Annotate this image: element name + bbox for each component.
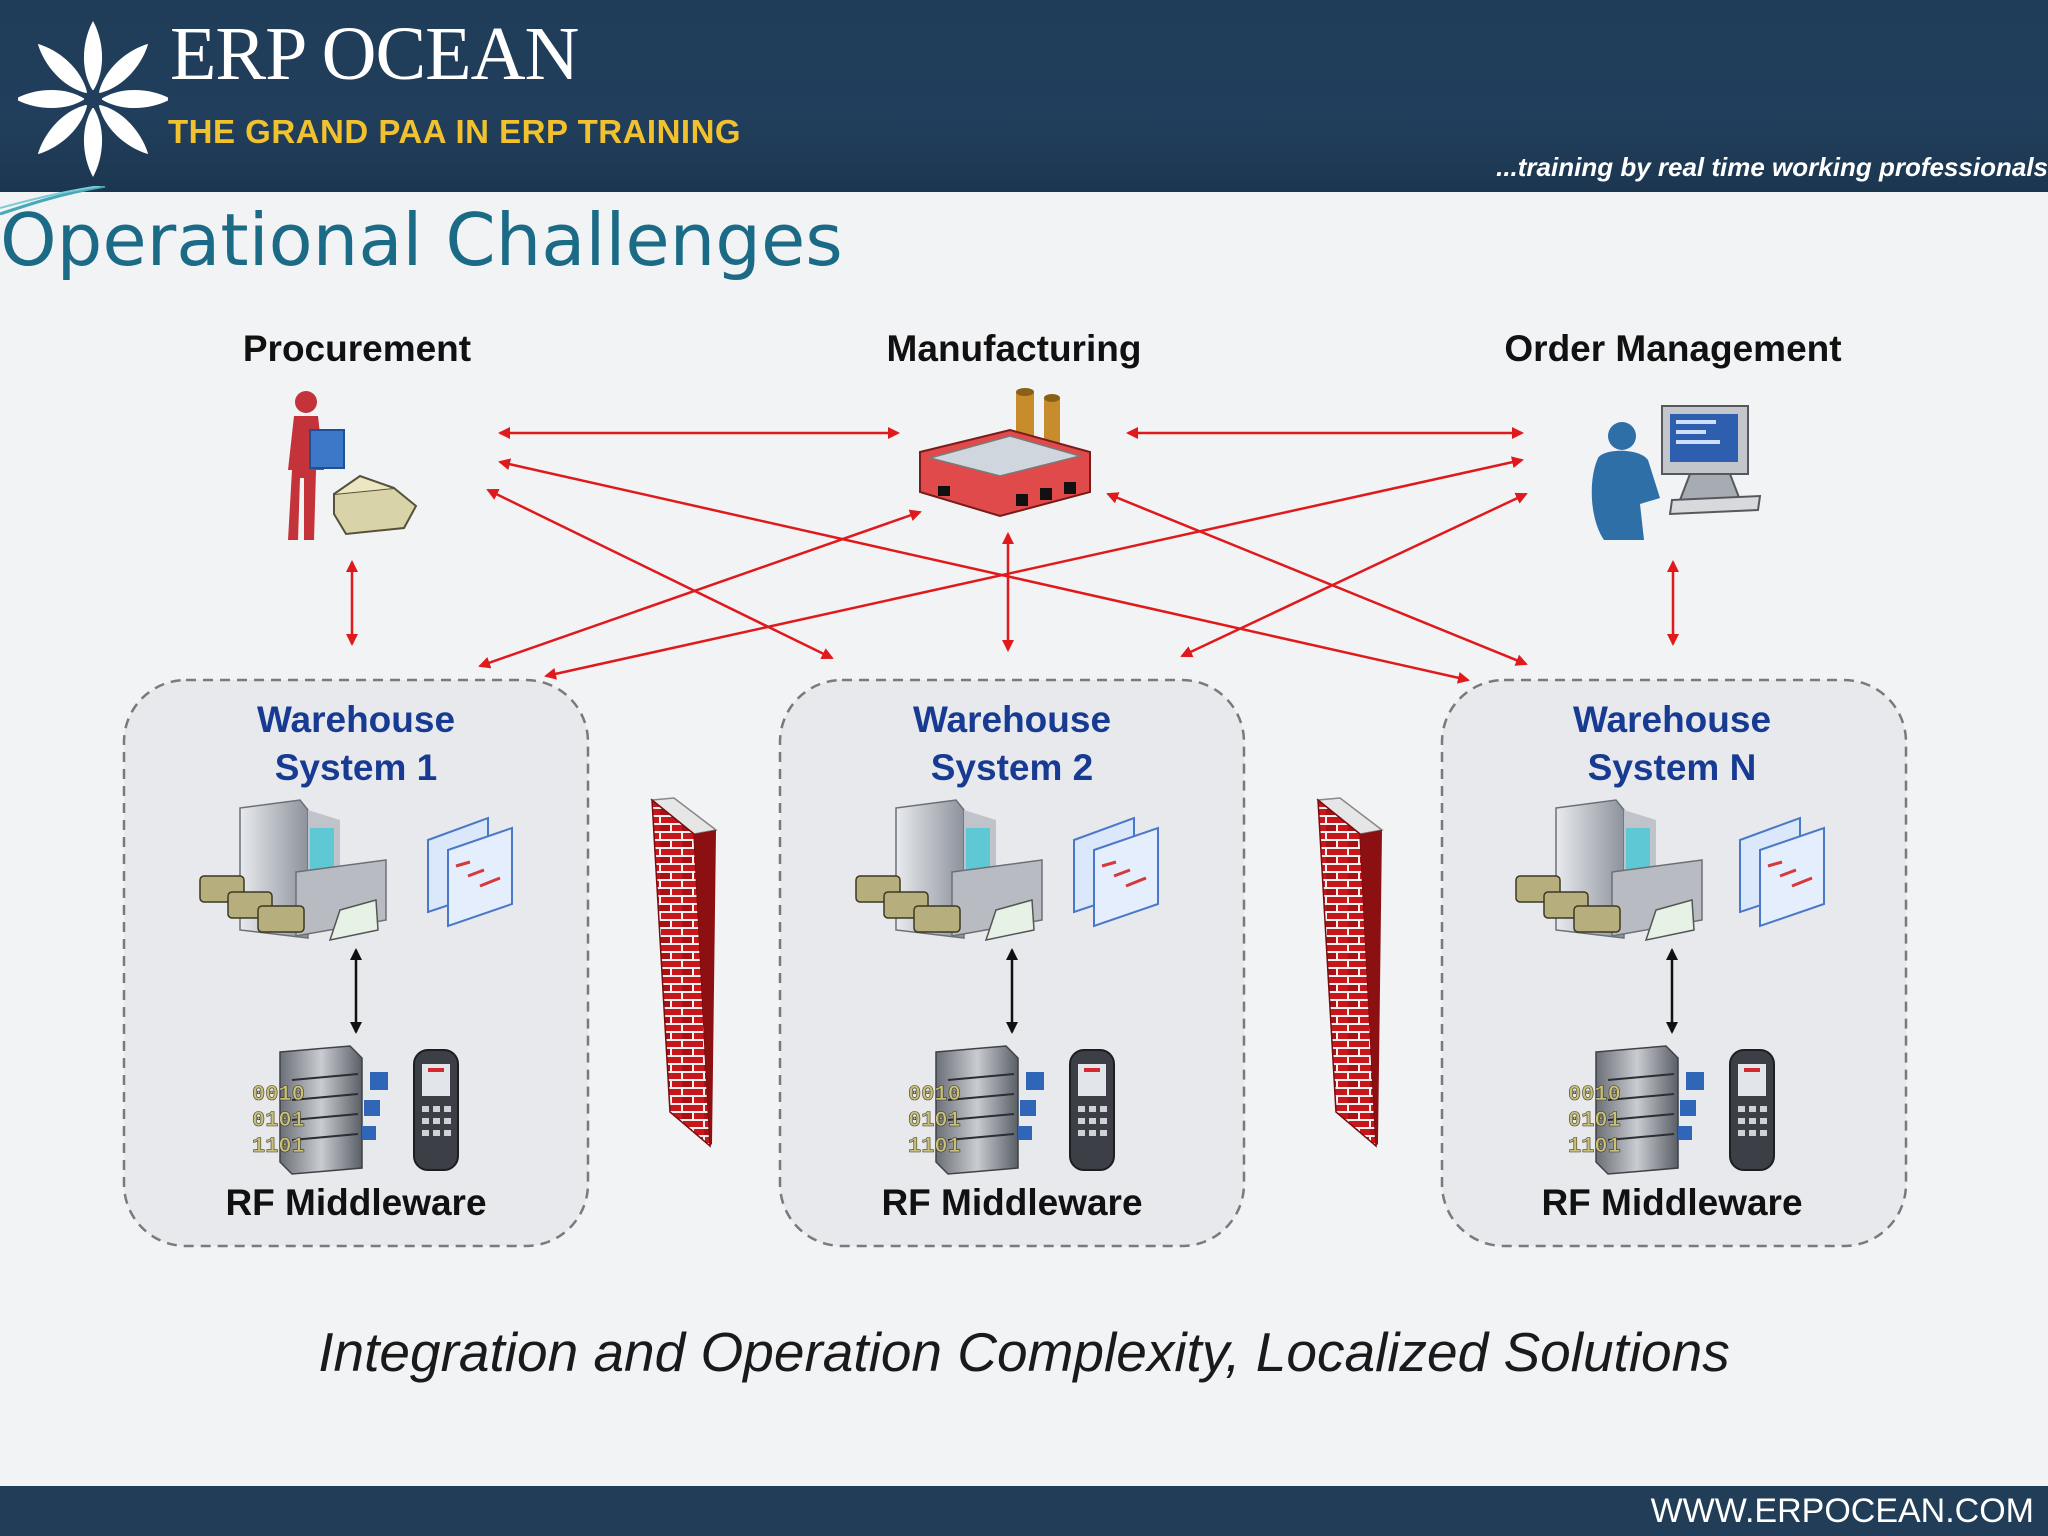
handheld-scanner-icon <box>413 1049 459 1171</box>
brand-name: ERP OCEAN <box>170 12 579 96</box>
rf-server-icon <box>1595 1045 1704 1175</box>
warehouse-worker-icon <box>288 391 418 540</box>
binary-text: 0010 <box>1568 1082 1621 1107</box>
binary-text: 1101 <box>252 1134 305 1159</box>
warehouse-title-2: Warehouse System 2 <box>782 696 1242 792</box>
schedule-document-icon <box>1739 816 1825 928</box>
brand-tagline: THE GRAND PAA IN ERP TRAINING <box>168 113 742 150</box>
header-slogan: ...training by real time working profess… <box>1496 152 2048 182</box>
binary-text: 1101 <box>908 1134 961 1159</box>
warehouse-building-icon <box>1515 799 1703 942</box>
warehouse-title-3: Warehouse System N <box>1442 696 1902 792</box>
firewall-icon <box>650 797 718 1148</box>
rf-server-icon <box>935 1045 1044 1175</box>
rf-middleware-label-3: RF Middleware <box>1541 1182 1803 1223</box>
warehouse-title-line1: Warehouse <box>256 699 456 740</box>
factory-icon <box>919 388 1091 518</box>
binary-text: 0101 <box>908 1108 961 1133</box>
firewall-icon <box>1316 797 1384 1148</box>
warehouse-title-line1: Warehouse <box>1572 699 1772 740</box>
header-swoosh <box>0 186 106 216</box>
binary-text: 0101 <box>1568 1108 1621 1133</box>
warehouse-title-1: Warehouse System 1 <box>126 696 586 792</box>
rf-middleware-label-1: RF Middleware <box>225 1182 487 1223</box>
integration-arrows <box>346 427 1679 684</box>
order-management-label: Order Management <box>1504 328 1842 369</box>
computer-user-icon <box>1591 405 1762 540</box>
warehouse-title-line2: System N <box>1587 747 1757 788</box>
binary-text: 1101 <box>1568 1134 1621 1159</box>
page-title: Operational Challenges <box>0 198 843 282</box>
rf-middleware-label-2: RF Middleware <box>881 1182 1143 1223</box>
schedule-document-icon <box>1073 816 1159 928</box>
footer-bar: WWW.ERPOCEAN.COM <box>0 1486 2048 1536</box>
header-banner: ERP OCEAN THE GRAND PAA IN ERP TRAINING … <box>0 0 2048 192</box>
handheld-scanner-icon <box>1729 1049 1775 1171</box>
footer-url: WWW.ERPOCEAN.COM <box>1650 1492 2034 1530</box>
binary-text: 0010 <box>252 1082 305 1107</box>
procurement-label: Procurement <box>242 328 472 369</box>
rf-server-icon <box>279 1045 388 1175</box>
warehouse-building-icon <box>855 799 1043 942</box>
warehouse-building-icon <box>199 799 387 942</box>
warehouse-title-line2: System 1 <box>274 747 438 788</box>
middleware-arrows <box>350 948 1678 1034</box>
warehouse-title-line2: System 2 <box>930 747 1094 788</box>
manufacturing-label: Manufacturing <box>886 328 1142 369</box>
binary-text: 0101 <box>252 1108 305 1133</box>
warehouse-title-line1: Warehouse <box>912 699 1112 740</box>
handheld-scanner-icon <box>1069 1049 1115 1171</box>
erp-ocean-logo-icon <box>18 21 168 177</box>
binary-text: 0010 <box>908 1082 961 1107</box>
slide-caption: Integration and Operation Complexity, Lo… <box>318 1321 1730 1383</box>
schedule-document-icon <box>427 816 513 928</box>
